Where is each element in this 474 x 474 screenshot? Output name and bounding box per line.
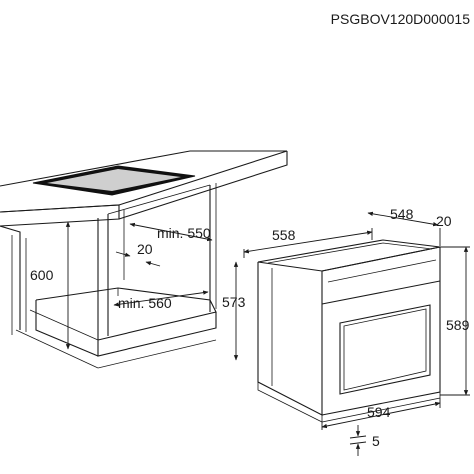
dim-min-560-label: min. 560 <box>118 295 172 311</box>
cabinet-shelf <box>35 287 217 357</box>
oven-door-window <box>339 304 431 395</box>
hob <box>32 165 196 196</box>
dim-min-560-line <box>113 290 209 307</box>
cabinet-dimensions: 600 min. 550 20 min. 560 <box>30 221 213 350</box>
oven-side <box>257 262 323 416</box>
oven-top <box>257 239 441 272</box>
worktop-side-edge <box>118 151 288 220</box>
dim-548-label: 548 <box>390 206 414 222</box>
dim-558-label: 558 <box>272 227 296 243</box>
dim-548-line <box>367 211 439 227</box>
dim-5-label: 5 <box>372 433 380 449</box>
dim-594-line <box>321 401 441 429</box>
document-code: PSGBOV120D000015 <box>331 11 471 27</box>
oven-dimensions: 558 548 20 573 589 594 5 <box>222 206 470 456</box>
dim-600-label: 600 <box>30 267 54 283</box>
dim-573-label: 573 <box>222 294 246 310</box>
dim-558-line <box>243 230 373 254</box>
kitchen-cabinet <box>0 150 288 369</box>
oven <box>257 239 441 423</box>
dim-min-550-label: min. 550 <box>157 225 211 241</box>
dim-589-label: 589 <box>446 317 470 333</box>
dim-20-gap-label: 20 <box>137 241 153 257</box>
dim-20-front-label: 20 <box>436 213 452 229</box>
dim-min-550-line <box>129 222 213 242</box>
oven-control-panel <box>321 280 441 305</box>
worktop-front-edge <box>0 204 120 227</box>
cabinet-left-panel <box>0 225 21 330</box>
dim-594-label: 594 <box>367 404 391 420</box>
